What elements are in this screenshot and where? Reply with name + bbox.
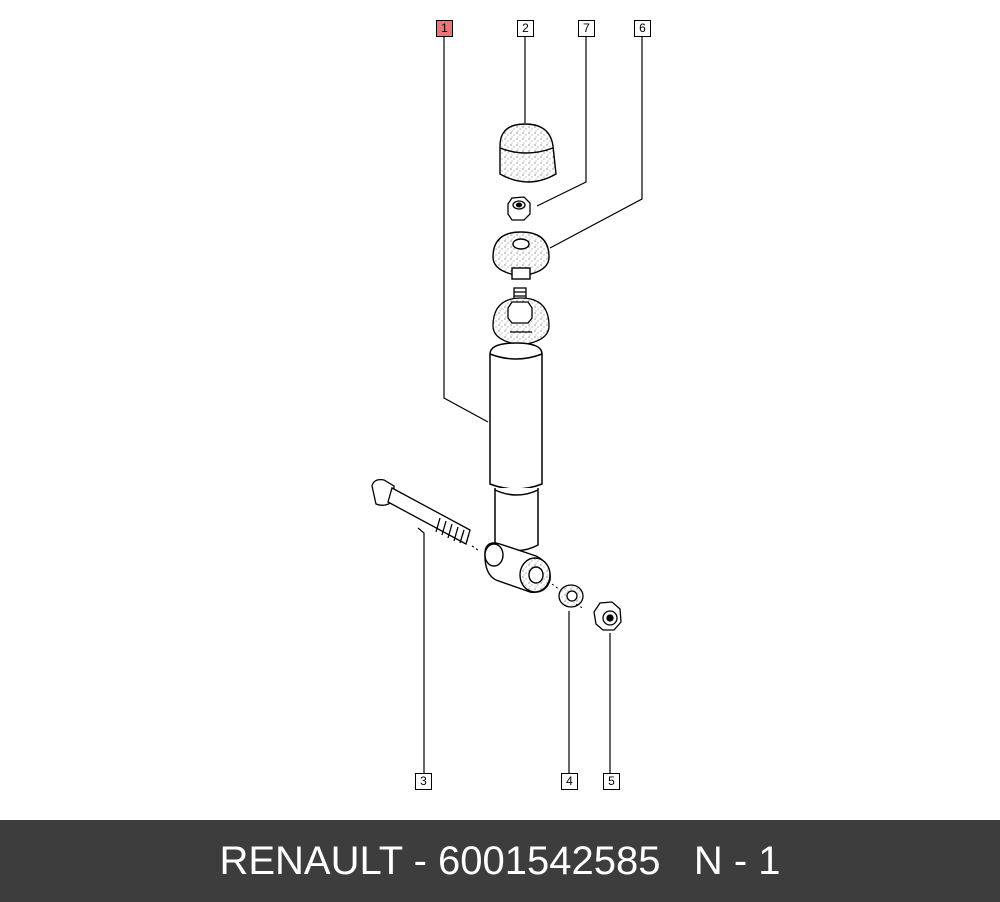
callout-7: 7: [578, 20, 595, 37]
leader-line-3: [417, 527, 425, 774]
callout-4: 4: [561, 773, 578, 790]
shock-absorber-exploded-diagram: [371, 37, 643, 774]
callout-6: 6: [634, 20, 651, 37]
callout-3: 3: [415, 773, 432, 790]
mounting-bolt: [371, 478, 479, 551]
bump-stop-cap: [499, 123, 557, 183]
part-number-footer: RENAULT - 6001542585 N - 1: [0, 820, 1000, 902]
leader-line-6: [549, 37, 643, 249]
shock-lower-eye: [484, 542, 551, 593]
callout-5: 5: [603, 773, 620, 790]
leader-line-1: [443, 37, 489, 423]
leader-lines: [417, 37, 643, 774]
lower-nut: [593, 601, 622, 631]
washer: [558, 584, 584, 608]
top-nut: [507, 196, 531, 221]
shock-top-mount: [492, 287, 550, 346]
callout-2: 2: [517, 20, 534, 37]
shock-absorber-body: [489, 342, 543, 552]
leader-line-7: [536, 37, 587, 207]
upper-mount-washer: [492, 231, 550, 280]
callout-1: 1: [436, 20, 453, 37]
assembly-axis-dash: [551, 583, 585, 610]
